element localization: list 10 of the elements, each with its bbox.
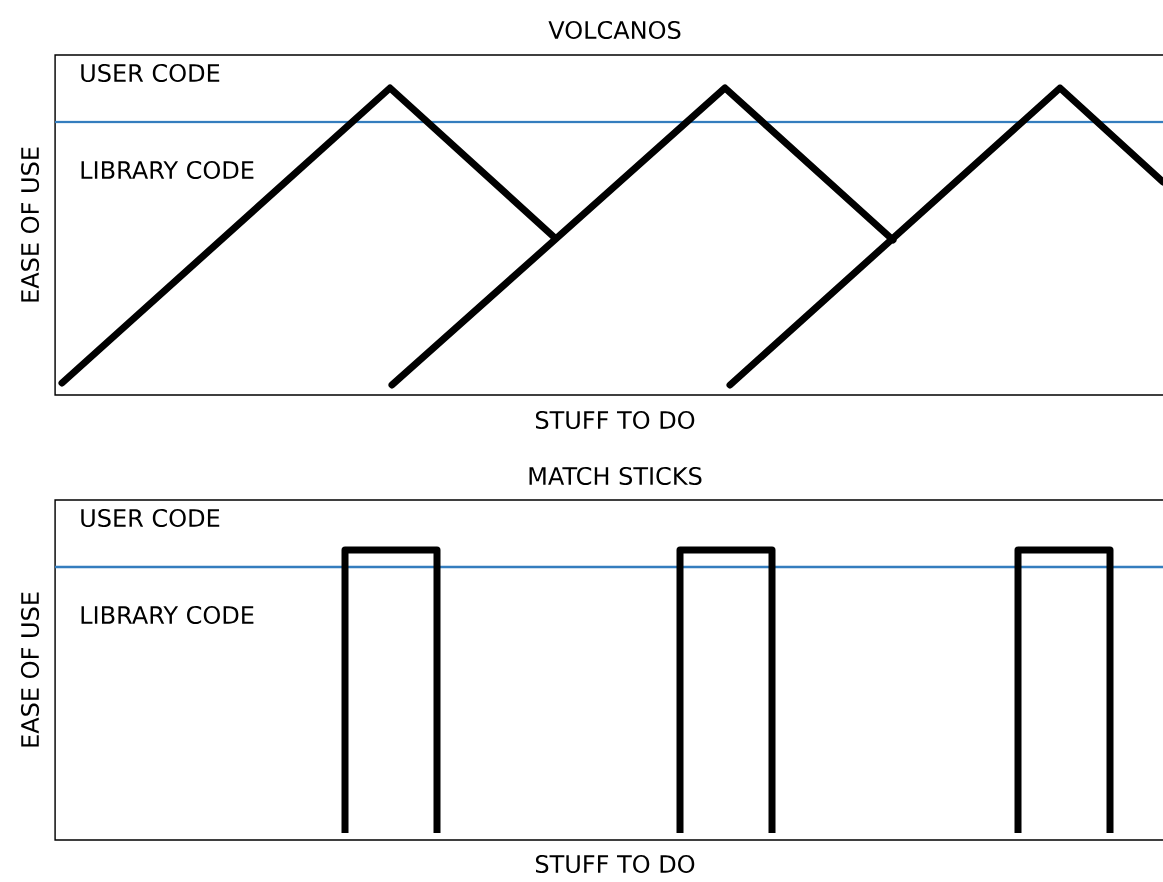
chart-title: MATCH STICKS bbox=[529, 466, 702, 486]
region-label: USER CODE bbox=[81, 63, 220, 83]
region-label: LIBRARY CODE bbox=[81, 160, 254, 180]
axis-label: EASE OF USE bbox=[20, 147, 40, 302]
chart-title: VOLCANOS bbox=[548, 20, 681, 40]
axis-label: STUFF TO DO bbox=[535, 410, 695, 430]
region-label: USER CODE bbox=[81, 508, 220, 528]
axis-label: EASE OF USE bbox=[20, 592, 40, 747]
axis-label: STUFF TO DO bbox=[535, 854, 695, 874]
region-label: LIBRARY CODE bbox=[81, 605, 254, 625]
